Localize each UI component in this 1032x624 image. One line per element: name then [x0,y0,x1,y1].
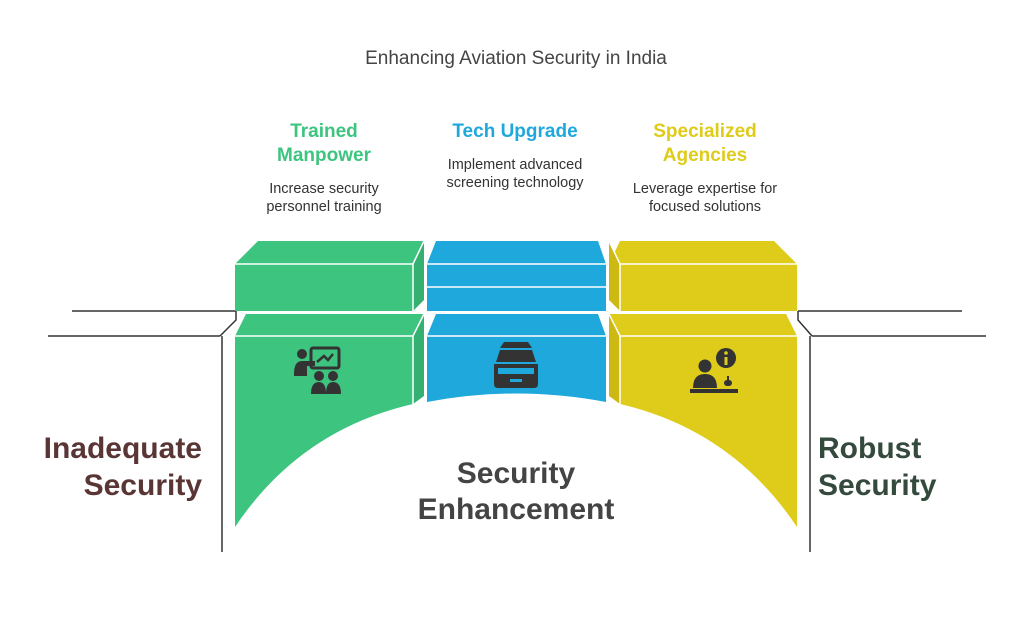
specialized-agencies-title: Specialized Agencies [653,121,757,166]
security-enhancement-label: Security Enhancement [417,457,615,526]
inadequate-security-label: Inadequate Security [43,432,202,502]
robust-security-label: Robust Security [818,432,937,502]
tech-upgrade-title: Tech Upgrade [452,121,578,142]
diagram-title: Enhancing Aviation Security in India [365,48,667,69]
trained-manpower-description: Increase security personnel training [266,181,382,215]
left-ground-lines [48,310,237,552]
tech-upgrade-description: Implement advanced screening technology [446,157,584,191]
right-ground-lines [797,310,986,552]
trained-manpower-pillar [235,313,425,527]
tech-upgrade-deck [427,241,606,311]
specialized-agencies-description: Leverage expertise for focused solutions [632,181,778,215]
trained-manpower-deck [235,240,425,311]
training-presentation-icon [294,346,341,394]
agent-info-desk-icon [690,348,738,393]
scanner-icon [494,342,538,388]
trained-manpower-title: Trained Manpower [277,121,371,166]
specialized-agencies-pillar [608,313,797,527]
specialized-agencies-deck [608,240,797,311]
